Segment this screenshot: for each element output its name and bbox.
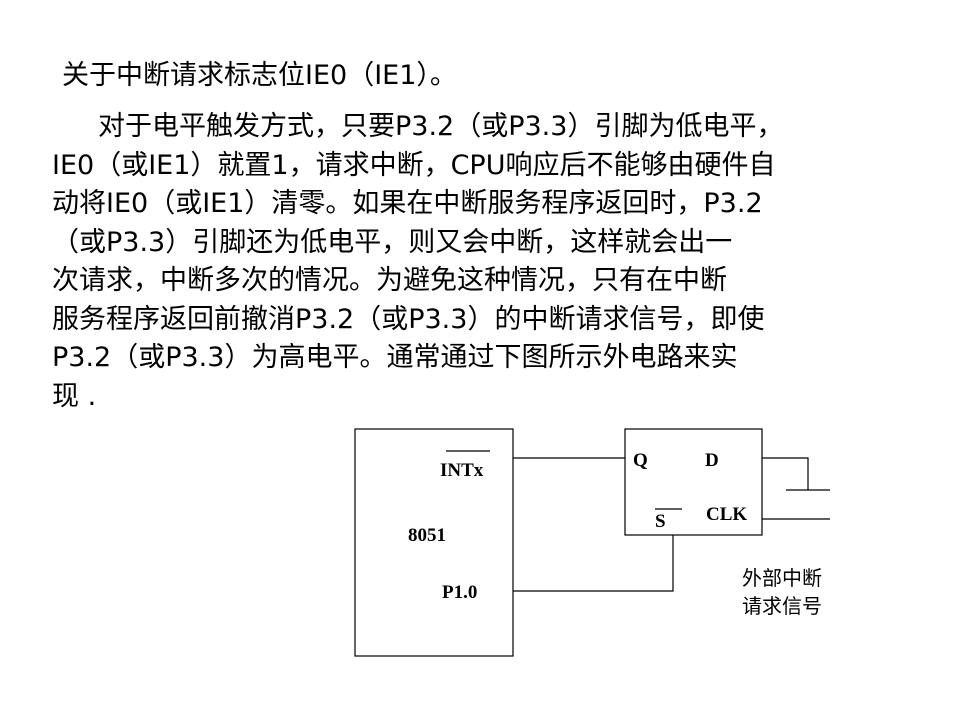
paragraph-line: 动将IE0（或IE1）清零。如果在中断服务程序返回时，P3.2 <box>52 188 763 219</box>
external-request-caption: 外部中断 请求信号 <box>742 564 822 620</box>
caption-line: 外部中断 <box>742 566 822 590</box>
ff-q-label: Q <box>633 450 648 471</box>
ff-s-label: S <box>655 511 666 532</box>
chip-8051-box <box>354 428 514 657</box>
paragraph-line: 现 . <box>52 380 97 412</box>
ff-clk-label: CLK <box>706 504 747 525</box>
caption-line: 请求信号 <box>742 594 822 618</box>
flip-flop-box <box>624 428 763 536</box>
paragraph-line: 对于电平触发方式，只要P3.2（或P3.3）引脚为低电平， <box>98 111 784 142</box>
paragraph-line: P3.2（或P3.3）为高电平。通常通过下图所示外电路来实 <box>52 342 738 373</box>
pin-p10-label: P1.0 <box>442 582 477 603</box>
slide-heading: 关于中断请求标志位IE0（IE1）。 <box>62 60 457 91</box>
pin-intx-label: INTx <box>440 460 484 481</box>
chip-8051-label: 8051 <box>408 525 446 546</box>
paragraph-line: （或P3.3）引脚还为低电平，则又会中断，这样就会出一 <box>52 226 733 258</box>
wire-d-ground <box>762 457 809 490</box>
wire-p10-s <box>513 535 674 592</box>
paragraph-line: 服务程序返回前撤消P3.2（或P3.3）的中断请求信号，即使 <box>52 303 765 335</box>
paragraph-line: 次请求，中断多次的情况。为避免这种情况，只有在中断 <box>52 265 727 296</box>
paragraph-line: IE0（或IE1）就置1，请求中断，CPU响应后不能够由硬件自 <box>52 149 776 181</box>
body-paragraph: 对于电平触发方式，只要P3.2（或P3.3）引脚为低电平， IE0（或IE1）就… <box>52 108 912 416</box>
ff-d-label: D <box>705 450 719 471</box>
